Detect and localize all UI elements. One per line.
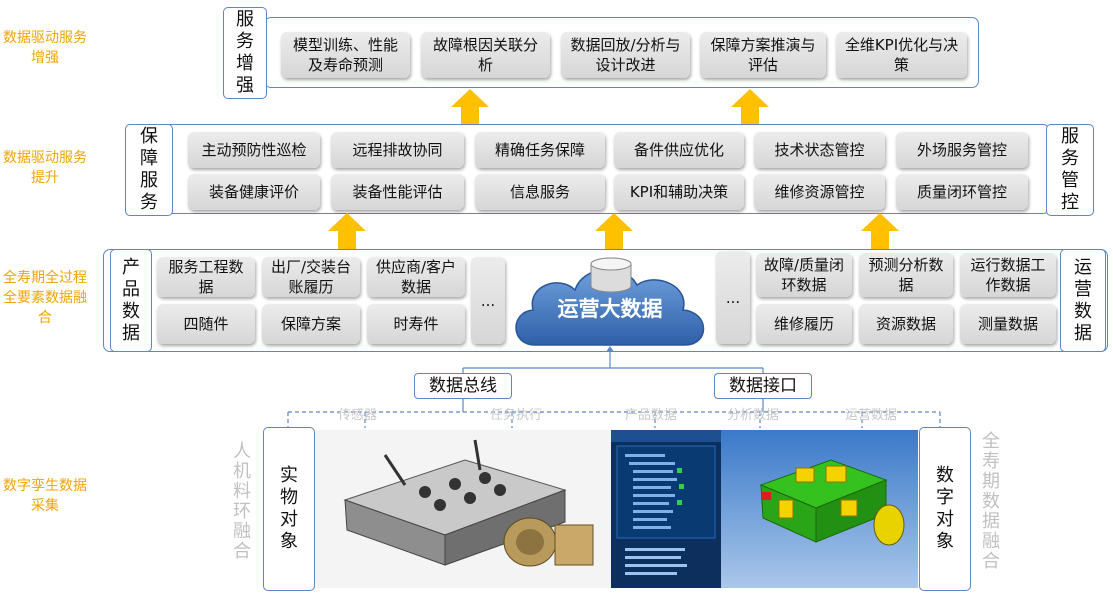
- ellipsis-right: ...: [716, 251, 750, 344]
- enhance-item-plan-deduction: 保障方案推演与评估: [700, 32, 826, 78]
- ellipsis-left: ...: [471, 257, 505, 344]
- digital-object-box: 数字对象: [919, 427, 971, 591]
- up-arrow-icon: [328, 213, 366, 249]
- physical-equipment-image: [315, 430, 611, 588]
- support-item: 技术状态管控: [754, 132, 885, 168]
- product-data-item: 出厂/交装台账履历: [262, 257, 360, 297]
- ops-data-item: 测量数据: [960, 304, 1056, 344]
- ops-data-item: 运行数据工作数据: [960, 253, 1056, 297]
- faint-label: 传感器: [338, 408, 378, 423]
- support-item: 主动预防性巡检: [188, 132, 320, 168]
- support-item: 维修资源管控: [754, 174, 885, 210]
- enhance-item-root-cause: 故障根因关联分析: [421, 32, 550, 78]
- product-data-item: 服务工程数据: [157, 257, 255, 297]
- cloud-icon: [515, 257, 705, 346]
- support-item: 远程排故协同: [331, 132, 464, 168]
- product-data-item: 四随件: [157, 304, 255, 344]
- support-item: KPI和辅助决策: [614, 174, 744, 210]
- up-arrow-icon: [731, 89, 769, 125]
- faint-label: 任务执行: [490, 408, 543, 423]
- left-label-data-fusion: 全寿期全过程全要素数据融合: [3, 270, 87, 326]
- left-vertical-label: 人机料环融合: [233, 441, 251, 562]
- product-data-item: 时寿件: [367, 304, 465, 344]
- service-enhance-title: 服务增强: [223, 7, 267, 99]
- digital-twin-image: [721, 430, 918, 588]
- support-title-right: 服务管控: [1046, 124, 1094, 216]
- ops-data-item: 故障/质量闭环数据: [756, 253, 852, 297]
- data-title-left: 产品数据: [110, 249, 152, 352]
- support-item: 精确任务保障: [475, 132, 605, 168]
- up-arrow-icon: [451, 89, 489, 125]
- data-bus-box: 数据总线: [414, 373, 512, 399]
- support-item: 外场服务管控: [896, 132, 1028, 168]
- faint-label: 产品数据: [625, 408, 678, 423]
- up-arrow-icon: [861, 213, 899, 249]
- left-label-twin-collection: 数字孪生数据采集: [3, 478, 87, 514]
- support-item: 装备健康评价: [188, 174, 320, 210]
- product-data-item: 供应商/客户数据: [367, 257, 465, 297]
- product-data-item: 保障方案: [262, 304, 360, 344]
- right-vertical-label: 全寿期数据融合: [982, 431, 1000, 572]
- data-title-right: 运营数据: [1060, 249, 1106, 352]
- cloud-label: 运营大数据: [557, 297, 663, 321]
- support-item: 装备性能评估: [331, 174, 464, 210]
- support-item: 质量闭环管控: [896, 174, 1028, 210]
- data-interface-box: 数据接口: [714, 373, 812, 399]
- physical-object-box: 实物对象: [263, 427, 315, 591]
- enhance-item-model-training: 模型训练、性能及寿命预测: [281, 32, 410, 78]
- left-label-service-improve: 数据驱动服务提升: [3, 150, 87, 186]
- support-title-left: 保障服务: [125, 124, 173, 216]
- software-window-image: [611, 430, 721, 588]
- support-item: 信息服务: [475, 174, 605, 210]
- ops-data-item: 预测分析数据: [859, 253, 953, 297]
- faint-label: 分析数据: [727, 408, 780, 423]
- left-label-service-enhance: 数据驱动服务增强: [3, 30, 87, 66]
- enhance-item-data-replay: 数据回放/分析与设计改进: [561, 32, 690, 78]
- ops-data-item: 资源数据: [859, 304, 953, 344]
- support-item: 备件供应优化: [614, 132, 744, 168]
- enhance-item-kpi-optimize: 全维KPI优化与决策: [836, 32, 967, 78]
- ops-data-item: 维修履历: [756, 304, 852, 344]
- faint-label: 运营数据: [845, 408, 898, 423]
- up-arrow-icon: [595, 213, 633, 249]
